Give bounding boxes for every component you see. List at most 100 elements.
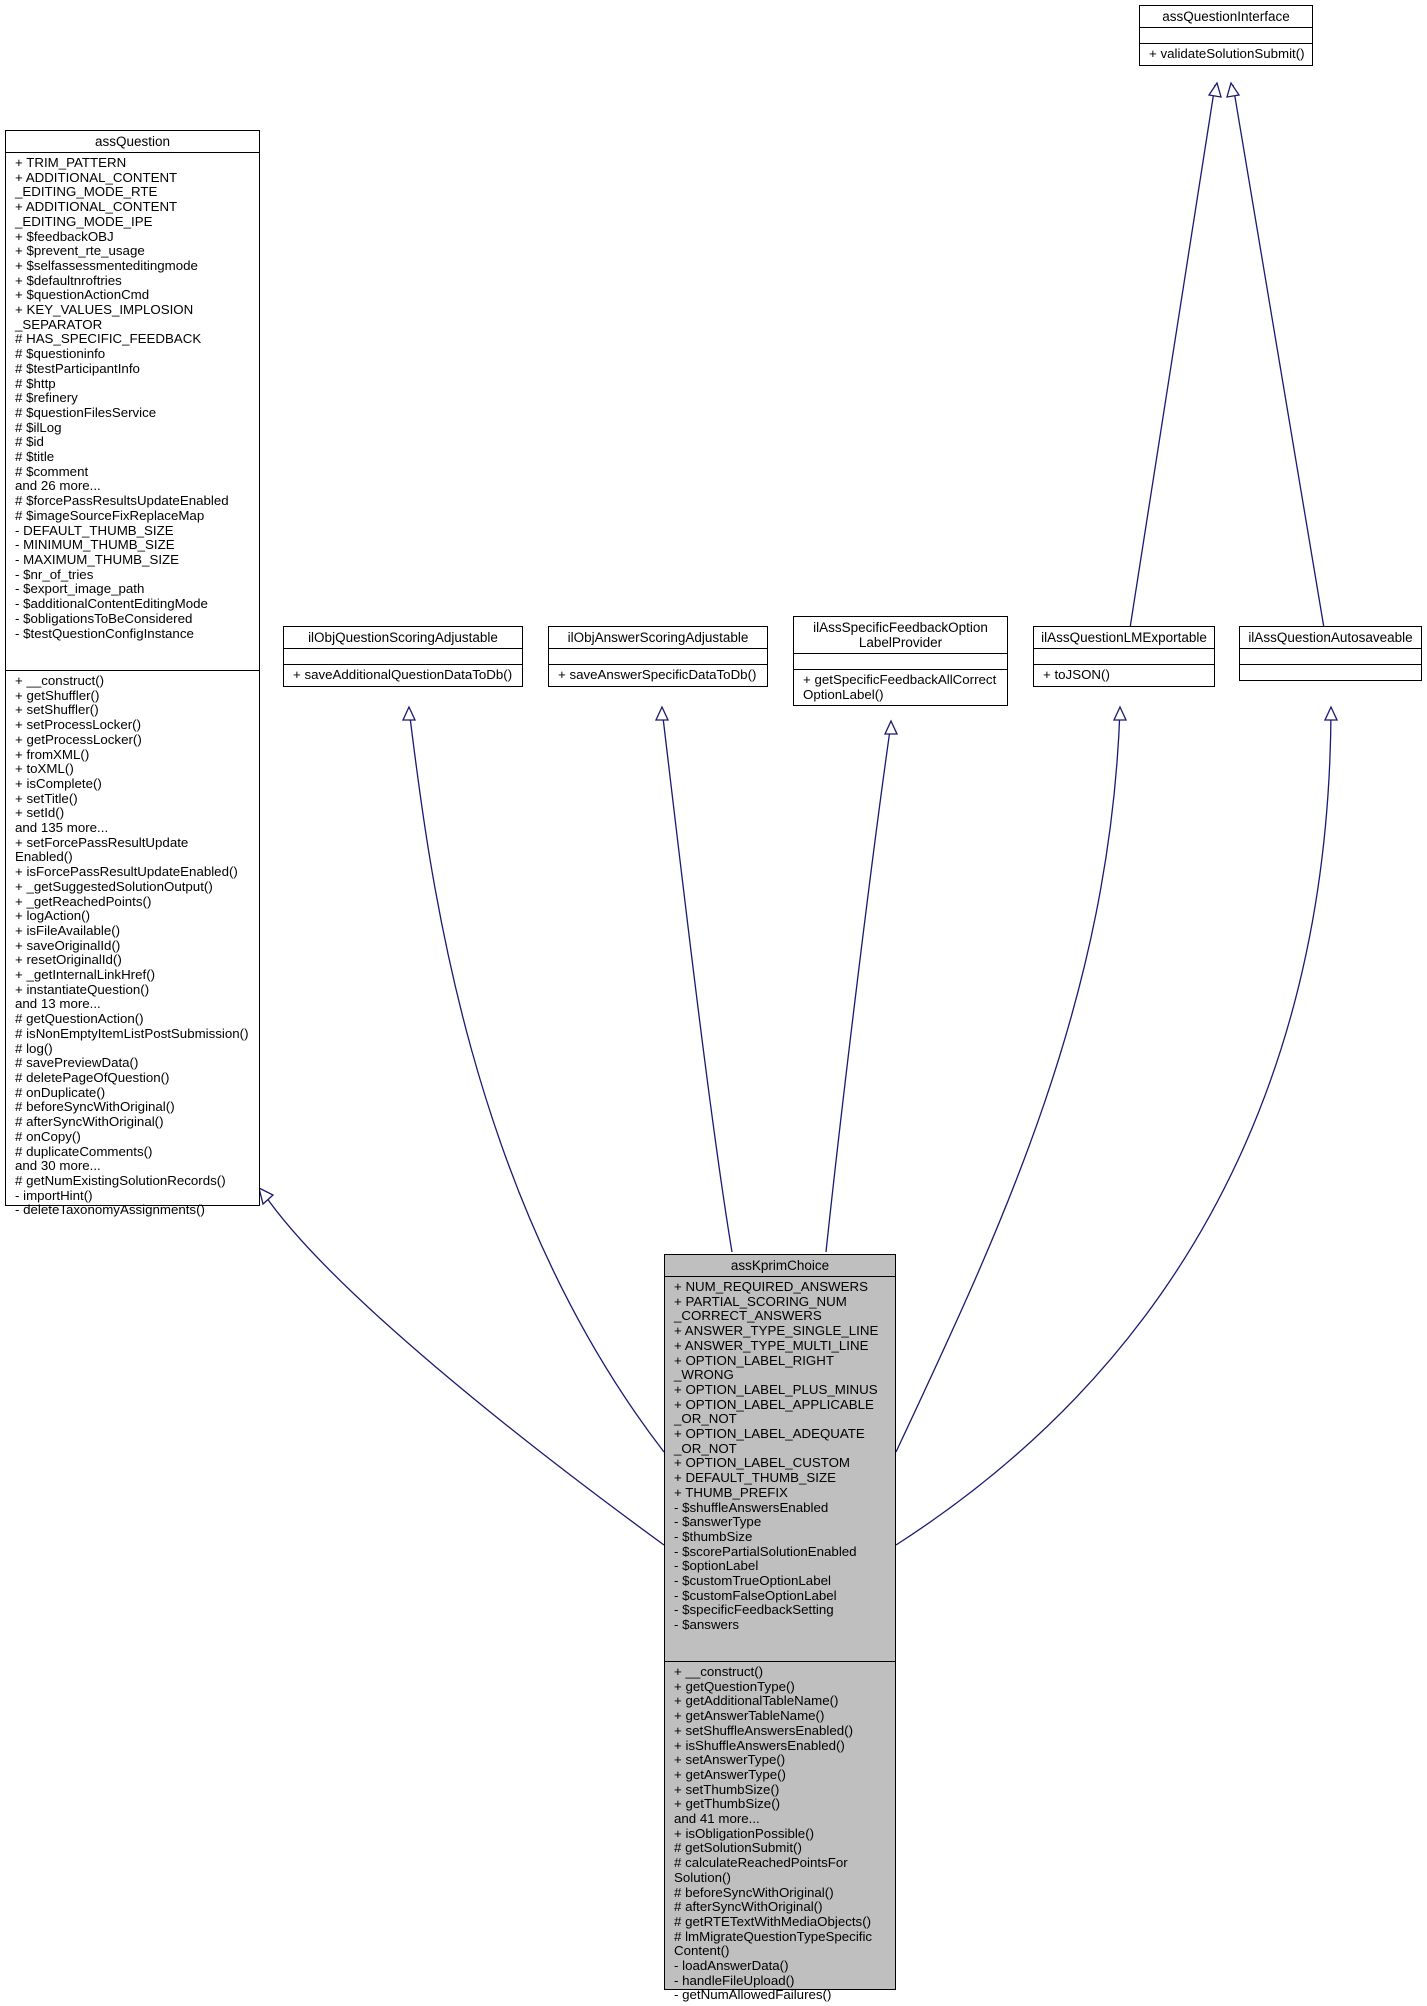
attribute: - $specificFeedbackSetting: [674, 1602, 834, 1618]
attribute: - MAXIMUM_THUMB_SIZE: [15, 551, 180, 567]
arrowhead-assquestion: [258, 1186, 275, 1206]
attribute: - $scorePartialSolutionEnabled: [674, 1543, 857, 1559]
attribute: - $testQuestionConfigInstance: [15, 625, 194, 641]
method: + __construct(): [15, 673, 105, 688]
attribute: + OPTION_LABEL_RIGHT _WRONG: [674, 1352, 834, 1383]
method: # onCopy(): [15, 1128, 81, 1144]
edge-answer-scoring: [661, 708, 733, 1253]
method: # afterSyncWithOriginal(): [674, 1899, 823, 1915]
method: - deleteTaxonomyAssignments(): [15, 1202, 205, 1218]
attributes-section: + TRIM_PATTERN + ADDITIONAL_CONTENT _EDI…: [6, 152, 259, 670]
method: # getNumExistingSolutionRecords(): [15, 1172, 226, 1188]
attribute: # $id: [15, 434, 44, 450]
method: + getAnswerTableName(): [674, 1708, 825, 1724]
method: + getShuffler(): [15, 687, 100, 703]
attribute: - MINIMUM_THUMB_SIZE: [15, 537, 175, 553]
edge-feedback-option: [825, 722, 892, 1253]
attribute: + ADDITIONAL_CONTENT _EDITING_MODE_IPE: [15, 199, 178, 229]
attribute: - $thumbSize: [674, 1528, 753, 1544]
method: + fromXML(): [15, 746, 90, 762]
attribute: # $comment: [15, 463, 89, 479]
method: + _getInternalLinkHref(): [15, 967, 156, 983]
attribute: + OPTION_LABEL_CUSTOM: [674, 1455, 850, 1471]
arrowhead-interface-lm: [1207, 81, 1222, 98]
method: + getSpecificFeedbackAllCorrect OptionLa…: [803, 672, 997, 702]
class-ilobjquestionscoringadjustable[interactable]: ilObjQuestionScoringAdjustable + saveAdd…: [283, 626, 523, 687]
method: + setForcePassResultUpdate Enabled(): [15, 834, 189, 865]
attribute: + OPTION_LABEL_APPLICABLE _OR_NOT: [674, 1396, 874, 1427]
class-name: assKprimChoice: [730, 1258, 830, 1273]
method: + getProcessLocker(): [15, 731, 142, 747]
method: and 135 more...: [15, 820, 109, 836]
attribute: # $imageSourceFixReplaceMap: [15, 507, 205, 523]
attribute: + OPTION_LABEL_ADEQUATE _OR_NOT: [674, 1426, 865, 1456]
method: + setShuffleAnswersEnabled(): [674, 1722, 853, 1738]
method: # getSolutionSubmit(): [674, 1840, 802, 1856]
attribute: # $title: [15, 449, 55, 465]
class-ilassspecificfeedbackoptionlabelprovider[interactable]: ilAssSpecificFeedbackOption LabelProvide…: [793, 616, 1008, 707]
method: + setProcessLocker(): [15, 717, 141, 733]
edge-scoring-adjustable: [408, 708, 665, 1453]
class-assquestioninterface[interactable]: assQuestionInterface + validateSolutionS…: [1139, 5, 1313, 66]
methods-section: + validateSolutionSubmit(): [1140, 43, 1312, 65]
method: # beforeSyncWithOriginal(): [674, 1884, 834, 1900]
method: # getRTETextWithMediaObjects(): [674, 1913, 872, 1929]
method: # isNonEmptyItemListPostSubmission(): [15, 1025, 249, 1041]
edge-lm-exportable: [895, 708, 1121, 1453]
arrowhead-lm-exportable: [1112, 705, 1128, 721]
method: + setAnswerType(): [674, 1752, 786, 1768]
attribute: - $answers: [674, 1617, 740, 1633]
method: + toXML(): [15, 761, 74, 777]
method: + saveAnswerSpecificDataToDb(): [558, 667, 757, 682]
arrowhead-feedback-option: [883, 719, 899, 735]
attribute: - $answerType: [674, 1514, 762, 1530]
attributes-section: [284, 648, 522, 664]
method: and 30 more...: [15, 1158, 101, 1174]
method: # log(): [15, 1040, 53, 1056]
method: + isForcePassResultUpdateEnabled(): [15, 864, 238, 880]
attribute: + OPTION_LABEL_PLUS_MINUS: [674, 1381, 878, 1397]
class-ilassquestionautosaveable[interactable]: ilAssQuestionAutosaveable: [1239, 626, 1422, 681]
method: + saveOriginalId(): [15, 937, 121, 953]
class-asskprimchoice[interactable]: assKprimChoice + NUM_REQUIRED_ANSWERS + …: [664, 1254, 896, 2002]
attribute: + THUMB_PREFIX: [674, 1484, 788, 1500]
attributes-section: [1034, 648, 1214, 664]
method: - loadAnswerData(): [674, 1958, 789, 1974]
method: + isFileAvailable(): [15, 922, 121, 938]
attribute: + DEFAULT_THUMB_SIZE: [674, 1470, 836, 1486]
method: - importHint(): [15, 1187, 93, 1203]
class-ilassquestionlmexportable[interactable]: ilAssQuestionLMExportable + toJSON(): [1033, 626, 1215, 687]
attribute: + $feedbackOBJ: [15, 228, 114, 244]
methods-section: + saveAnswerSpecificDataToDb(): [549, 664, 767, 686]
method: and 41 more...: [674, 1811, 760, 1827]
attribute: + PARTIAL_SCORING_NUM _CORRECT_ANSWERS: [674, 1293, 847, 1324]
attribute: + ANSWER_TYPE_MULTI_LINE: [674, 1337, 869, 1353]
attribute: # HAS_SPECIFIC_FEEDBACK: [15, 331, 202, 347]
arrowhead-interface-autosave: [1226, 81, 1241, 98]
edge-assquestion: [263, 1193, 665, 1546]
methods-section: + toJSON(): [1034, 664, 1214, 686]
method: + isShuffleAnswersEnabled(): [674, 1737, 845, 1753]
attributes-section: [1240, 648, 1421, 664]
method: + resetOriginalId(): [15, 952, 122, 968]
method: + isObligationPossible(): [674, 1825, 815, 1841]
method: + instantiateQuestion(): [15, 981, 150, 997]
class-name: ilAssQuestionLMExportable: [1041, 630, 1207, 645]
methods-section: + __construct() + getShuffler() + setShu…: [6, 670, 259, 1221]
class-assquestion[interactable]: assQuestion + TRIM_PATTERN + ADDITIONAL_…: [5, 130, 260, 1217]
arrowhead-scoring-adjustable: [401, 705, 417, 721]
method: # getQuestionAction(): [15, 1011, 144, 1027]
attribute: - $obligationsToBeConsidered: [15, 610, 193, 626]
method: + getAnswerType(): [674, 1766, 786, 1782]
method: + setId(): [15, 805, 65, 821]
attribute: + KEY_VALUES_IMPLOSION _SEPARATOR: [15, 302, 194, 332]
method: + logAction(): [15, 908, 91, 924]
class-ilobjanswerscoringadjustable[interactable]: ilObjAnswerScoringAdjustable + saveAnswe…: [548, 626, 768, 687]
attribute: + $defaultnroftries: [15, 272, 122, 288]
attribute: - $export_image_path: [15, 581, 145, 597]
method: # afterSyncWithOriginal(): [15, 1114, 164, 1130]
method: # beforeSyncWithOriginal(): [15, 1099, 175, 1115]
attributes-section: [549, 648, 767, 664]
method: + _getSuggestedSolutionOutput(): [15, 878, 213, 894]
